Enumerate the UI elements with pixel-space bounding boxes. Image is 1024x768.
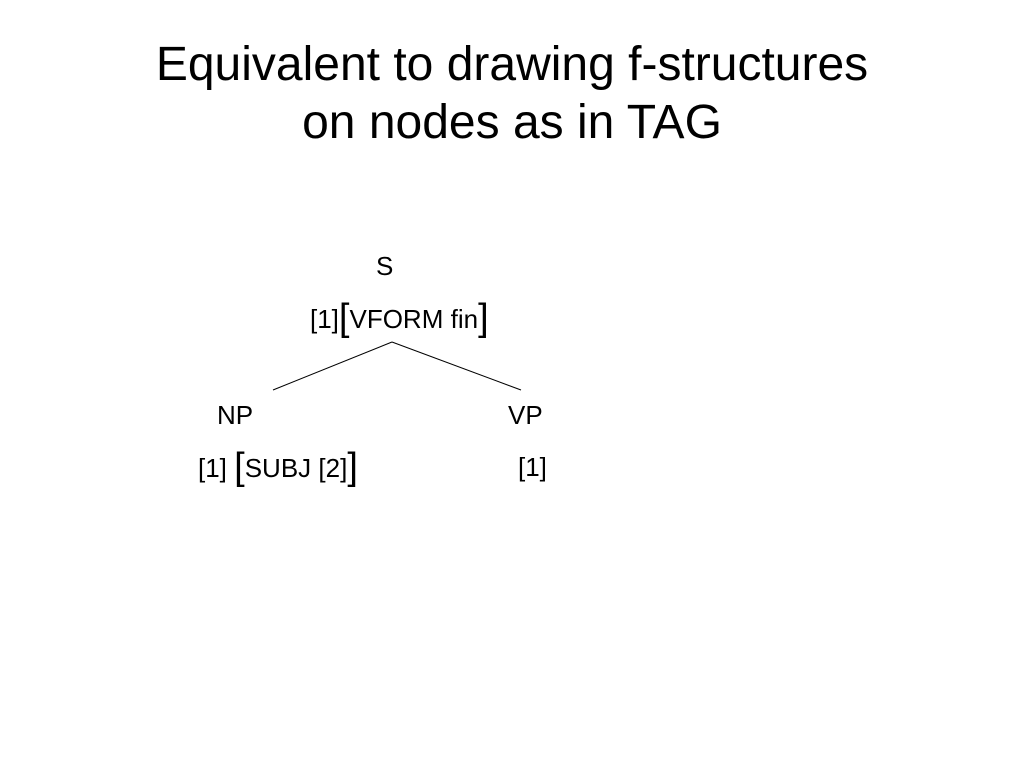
- node-s-tag: [1]: [310, 304, 339, 334]
- title-line-1: Equivalent to drawing f-structures: [155, 38, 869, 91]
- node-np-open-bracket: [: [234, 446, 245, 488]
- node-vp-tag: [1]: [518, 452, 547, 482]
- node-s-feature: VFORM fin: [349, 304, 479, 334]
- title-line-2: on nodes as in TAG: [302, 96, 722, 149]
- slide-title: Equivalent to drawing f-structures on no…: [0, 36, 1024, 152]
- node-s-fstructure: [1][VFORM fin]: [310, 299, 489, 337]
- node-np-fstructure: [1] [SUBJ [2]]: [198, 448, 358, 486]
- node-s-close-bracket: ]: [478, 297, 489, 339]
- node-vp-label: VP: [508, 400, 543, 430]
- node-np-label: NP: [217, 400, 254, 430]
- node-s-label: S: [376, 251, 394, 281]
- node-s-open-bracket: [: [338, 297, 350, 339]
- edge-s-to-np: [272, 341, 393, 391]
- edge-s-to-vp: [391, 341, 522, 391]
- node-np-feature: SUBJ [2]: [244, 453, 348, 483]
- node-np-close-bracket: ]: [347, 446, 358, 488]
- node-vp-fstructure: [1]: [518, 452, 547, 482]
- node-np-tag: [1]: [198, 453, 227, 483]
